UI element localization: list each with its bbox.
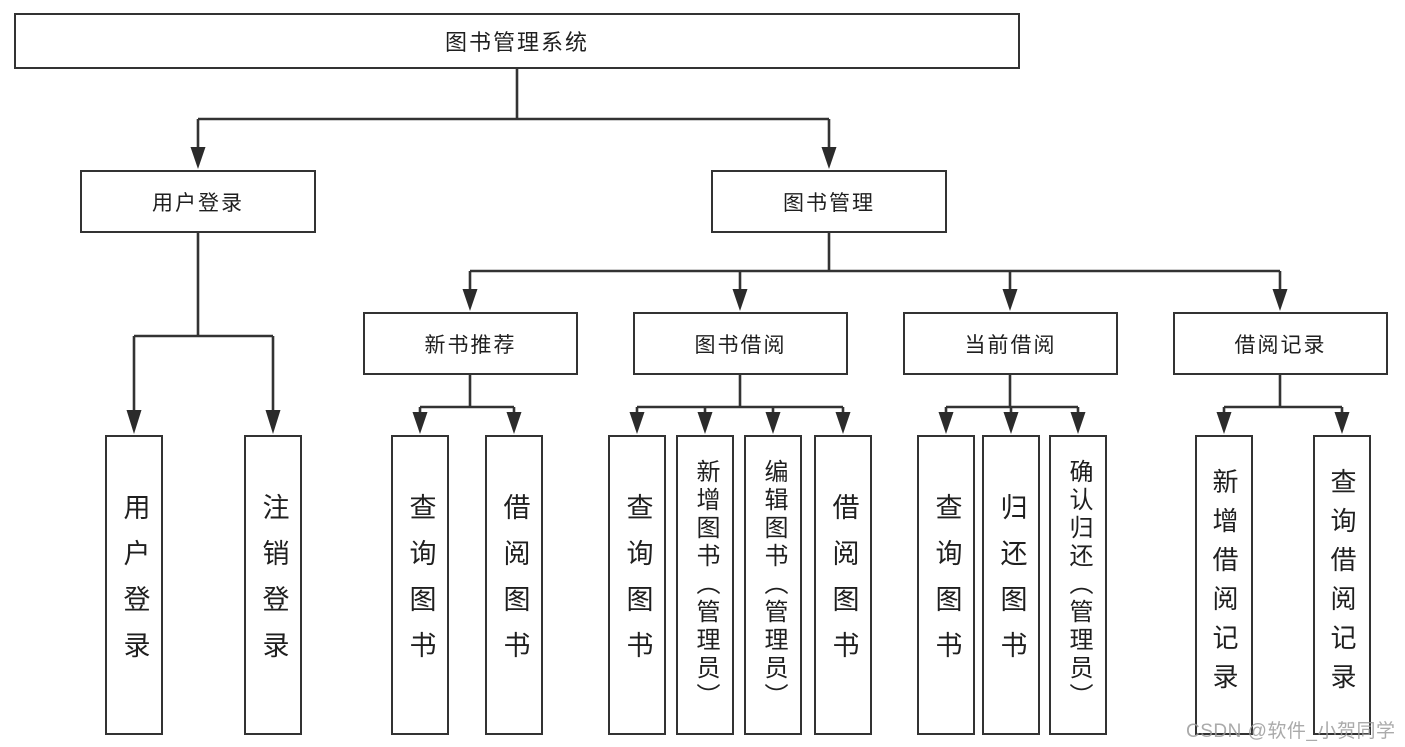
node-label: 用户登录 bbox=[152, 191, 244, 215]
leaf-add-borrow-record: 新增借阅记录 bbox=[1195, 435, 1253, 735]
leaf-borrow-books-recommend: 借阅图书 bbox=[485, 435, 543, 735]
leaf-return-books: 归还图书 bbox=[982, 435, 1040, 735]
node-library-management-system: 图书管理系统 bbox=[14, 13, 1020, 69]
leaf-label: 查询图书 bbox=[622, 493, 653, 677]
node-label: 图书借阅 bbox=[694, 333, 787, 357]
leaf-label: 查询借阅记录 bbox=[1327, 468, 1357, 702]
leaf-logout: 注销登录 bbox=[244, 435, 302, 735]
node-user-login: 用户登录 bbox=[80, 170, 316, 233]
leaf-label: 确认归还（管理员） bbox=[1065, 459, 1092, 711]
leaf-label: 新增图书（管理员） bbox=[692, 459, 719, 711]
node-label: 图书管理系统 bbox=[444, 30, 589, 55]
leaf-borrow-books: 借阅图书 bbox=[814, 435, 872, 735]
leaf-edit-book-admin: 编辑图书（管理员） bbox=[744, 435, 802, 735]
csdn-watermark: CSDN @软件_小贺同学 bbox=[1186, 721, 1396, 742]
leaf-label: 查询图书 bbox=[405, 493, 436, 677]
node-label: 新书推荐 bbox=[424, 333, 517, 357]
leaf-query-borrow-record: 查询借阅记录 bbox=[1313, 435, 1371, 735]
leaf-label: 新增借阅记录 bbox=[1209, 468, 1239, 702]
node-label: 当前借阅 bbox=[964, 333, 1057, 357]
node-current-borrowing: 当前借阅 bbox=[903, 312, 1118, 375]
leaf-confirm-return-admin: 确认归还（管理员） bbox=[1049, 435, 1107, 735]
leaf-query-books-current: 查询图书 bbox=[917, 435, 975, 735]
leaf-label: 借阅图书 bbox=[828, 493, 859, 677]
leaf-label: 借阅图书 bbox=[499, 493, 530, 677]
leaf-add-book-admin: 新增图书（管理员） bbox=[676, 435, 734, 735]
leaf-query-books-recommend: 查询图书 bbox=[391, 435, 449, 735]
leaf-label: 用户登录 bbox=[119, 493, 150, 677]
leaf-query-books-borrow: 查询图书 bbox=[608, 435, 666, 735]
node-label: 图书管理 bbox=[783, 191, 875, 215]
leaf-label: 归还图书 bbox=[996, 493, 1027, 677]
node-new-book-recommend: 新书推荐 bbox=[363, 312, 578, 375]
leaf-label: 注销登录 bbox=[258, 493, 289, 677]
leaf-label: 查询图书 bbox=[931, 493, 962, 677]
leaf-label: 编辑图书（管理员） bbox=[760, 459, 787, 711]
node-book-management: 图书管理 bbox=[711, 170, 947, 233]
node-label: 借阅记录 bbox=[1234, 333, 1327, 357]
node-borrowing-records: 借阅记录 bbox=[1173, 312, 1388, 375]
leaf-user-login: 用户登录 bbox=[105, 435, 163, 735]
node-book-borrowing: 图书借阅 bbox=[633, 312, 848, 375]
